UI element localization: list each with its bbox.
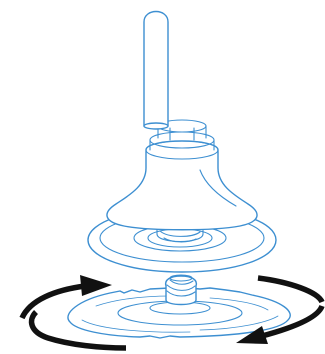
holder-hub xyxy=(107,120,257,230)
rotation-arrow-back-head xyxy=(80,275,112,296)
threaded-button xyxy=(166,275,197,305)
spindle-shank-body xyxy=(144,12,168,127)
spindle-shank xyxy=(144,12,168,130)
holder-hub-bell xyxy=(107,141,257,230)
spindle-shank-base xyxy=(144,123,168,129)
